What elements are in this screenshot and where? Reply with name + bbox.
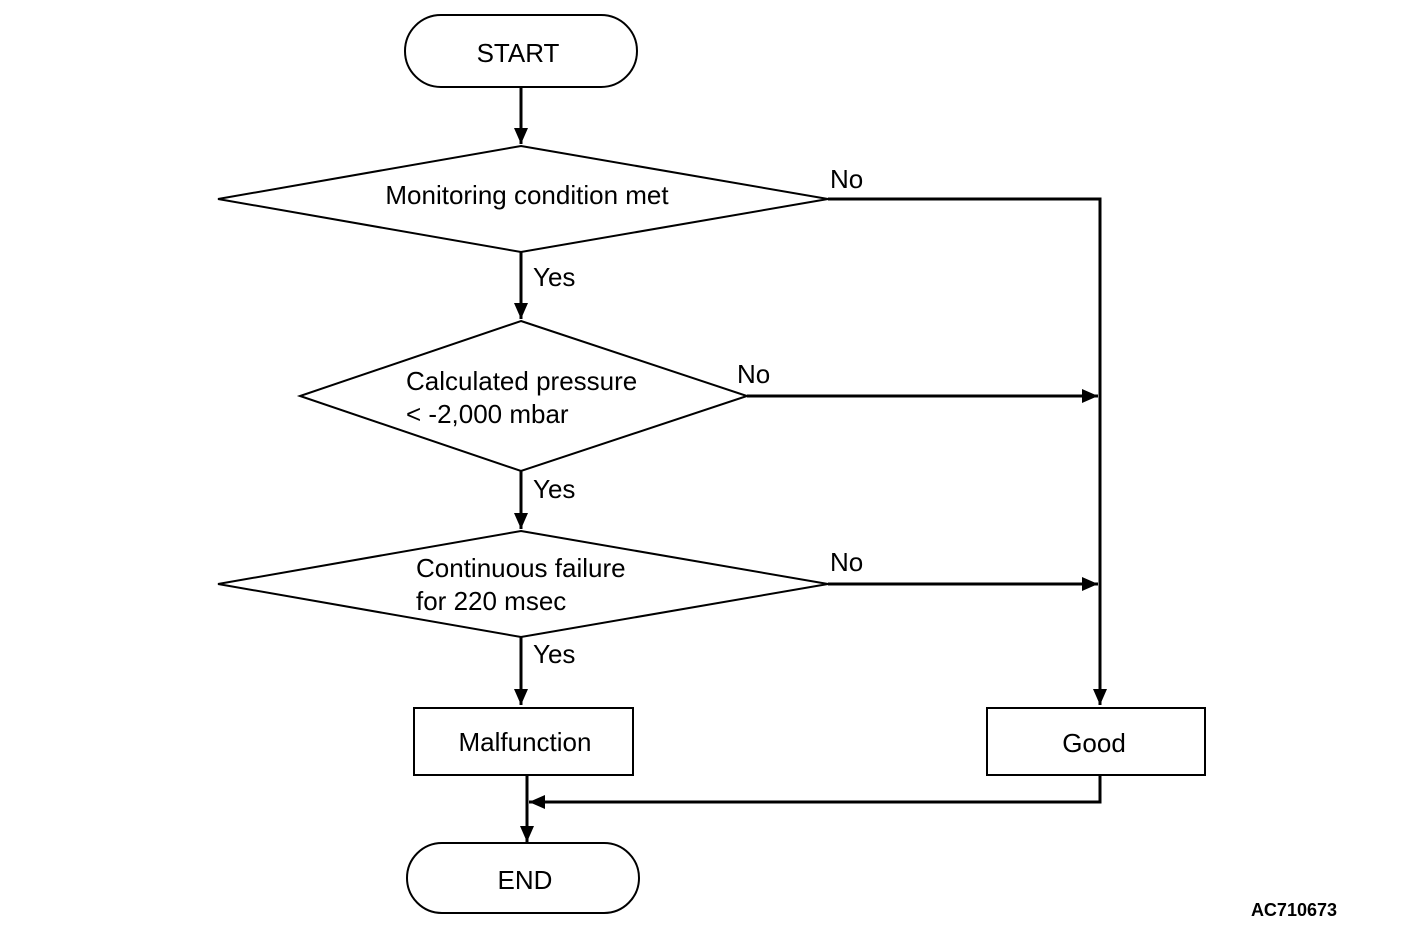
decision2-no-label: No bbox=[737, 359, 770, 389]
good-box: Good bbox=[986, 707, 1206, 776]
decision3-label-line2: for 220 msec bbox=[416, 586, 566, 616]
malfunction-box: Malfunction bbox=[413, 707, 634, 776]
decision-monitoring-condition: Monitoring condition met bbox=[217, 144, 829, 254]
decision1-yes-label: Yes bbox=[533, 262, 575, 292]
decision-calculated-pressure: Calculated pressure < -2,000 mbar bbox=[296, 319, 751, 473]
good-label: Good bbox=[1062, 728, 1126, 758]
decision-continuous-failure: Continuous failure for 220 msec bbox=[217, 529, 829, 639]
start-label: START bbox=[477, 38, 560, 68]
decision1-label: Monitoring condition met bbox=[385, 180, 669, 210]
decision1-no-label: No bbox=[830, 164, 863, 194]
start-terminal: START bbox=[404, 14, 638, 88]
decision2-label-line2: < -2,000 mbar bbox=[406, 399, 569, 429]
decision2-label-line1: Calculated pressure bbox=[406, 366, 637, 396]
end-label: END bbox=[498, 865, 553, 895]
figure-id: AC710673 bbox=[1251, 900, 1337, 920]
decision3-yes-label: Yes bbox=[533, 639, 575, 669]
connector-good-end bbox=[529, 775, 1102, 809]
end-terminal: END bbox=[406, 842, 640, 914]
decision3-no-label: No bbox=[830, 547, 863, 577]
decision3-label-line1: Continuous failure bbox=[416, 553, 626, 583]
malfunction-label: Malfunction bbox=[459, 727, 592, 757]
decision2-yes-label: Yes bbox=[533, 474, 575, 504]
connector-decision1-no-good bbox=[828, 197, 1107, 705]
